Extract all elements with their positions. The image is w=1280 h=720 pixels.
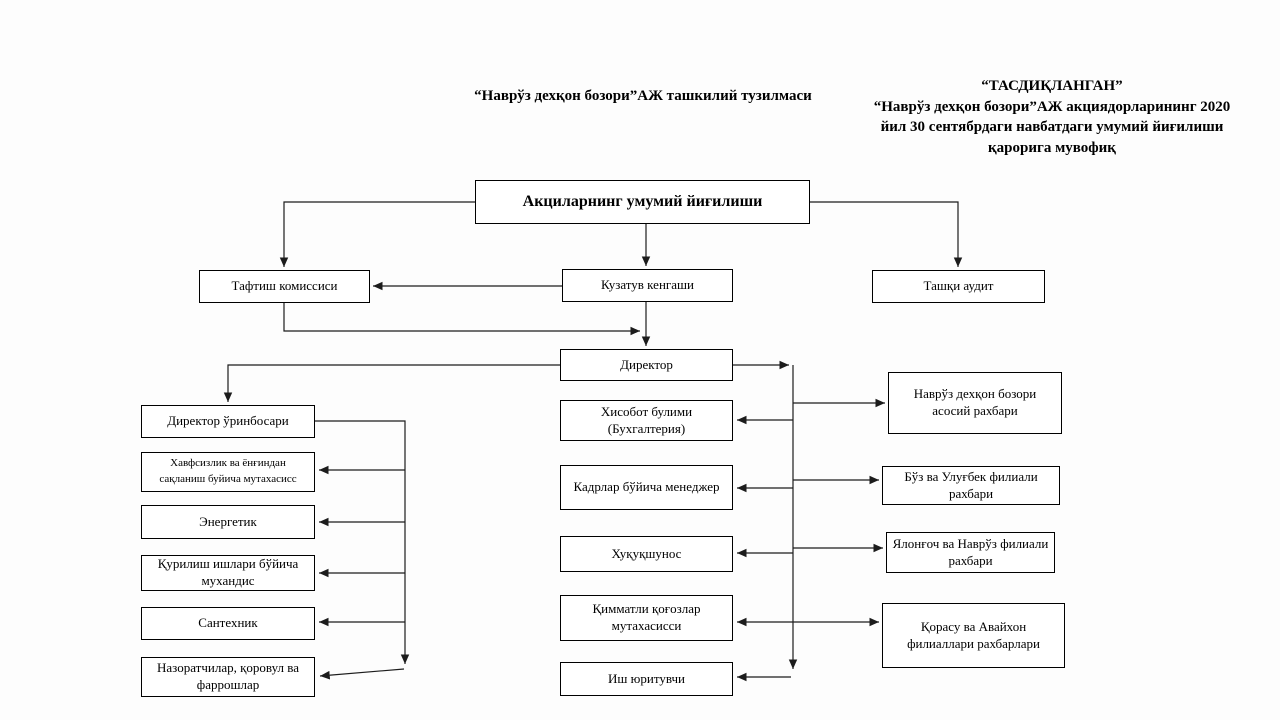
node-audit-commission: Тафтиш комиссиси: [199, 270, 370, 303]
wire-ltrunk-to-inspectors: [319, 668, 405, 680]
node-safety-specialist: Хавфсизлик ва ёнғиндан сақланиш буйича м…: [141, 452, 315, 492]
node-accounting-department: Хисобот булими (Бухгалтерия): [560, 400, 733, 441]
node-hr-manager: Кадрлар бўйича менеджер: [560, 465, 733, 510]
node-yalangach-navruz-branch-head: Ялонғоч ва Наврўз филиали рахбари: [886, 532, 1055, 573]
node-securities-specialist: Қимматли қоғозлар мутахасисси: [560, 595, 733, 641]
approval-note-line: “Наврўз дехқон бозори”АЖ акциядорларинин…: [873, 98, 1231, 115]
node-deputy-director: Директор ўринбосари: [141, 405, 315, 438]
node-buz-ulugbek-branch-head: Бўз ва Улуғбек филиали рахбари: [882, 466, 1060, 505]
wire-meeting-to-audit-commission: [279, 201, 475, 267]
approval-note: “ТАСДИҚЛАНГАН” “Наврўз дехқон бозори”АЖ …: [848, 76, 1256, 158]
node-plumber: Сантехник: [141, 607, 315, 640]
node-inspectors-guards-cleaners: Назоратчилар, қоровул ва фаррошлар: [141, 657, 315, 697]
wire-deputy-left-trunk: [315, 420, 410, 664]
wire-meeting-to-external-audit: [810, 201, 963, 267]
node-energy-engineer: Энергетик: [141, 505, 315, 539]
node-karasu-avaykhan-branch-heads: Қорасу ва Авайхон филиаллари рахбарлари: [882, 603, 1065, 668]
node-records-clerk: Иш юритувчи: [560, 662, 733, 696]
node-general-meeting: Акциларнинг умумий йиғилиши: [475, 180, 810, 224]
approval-note-line: йил 30 сентябрдаги навбатдаги умумий йиғ…: [880, 119, 1224, 135]
approval-note-line: “ТАСДИҚЛАНГАН”: [981, 78, 1123, 94]
chart-title: “Наврўз дехқон бозори”АЖ ташкилий тузилм…: [474, 88, 812, 104]
node-supervisory-board: Кузатув кенгаши: [562, 269, 733, 302]
node-construction-engineer: Қурилиш ишлари бўйича мухандис: [141, 555, 315, 591]
approval-note-line: қарорига мувофиқ: [988, 139, 1116, 156]
node-external-audit: Ташқи аудит: [872, 270, 1045, 303]
node-director: Директор: [560, 349, 733, 381]
node-lawyer: Хуқуқшунос: [560, 536, 733, 572]
node-main-market-head: Наврўз дехқон бозори асосий рахбари: [888, 372, 1062, 434]
wire-director-to-deputy: [223, 364, 560, 402]
wire-audit-commission-to-junction: [283, 303, 640, 336]
